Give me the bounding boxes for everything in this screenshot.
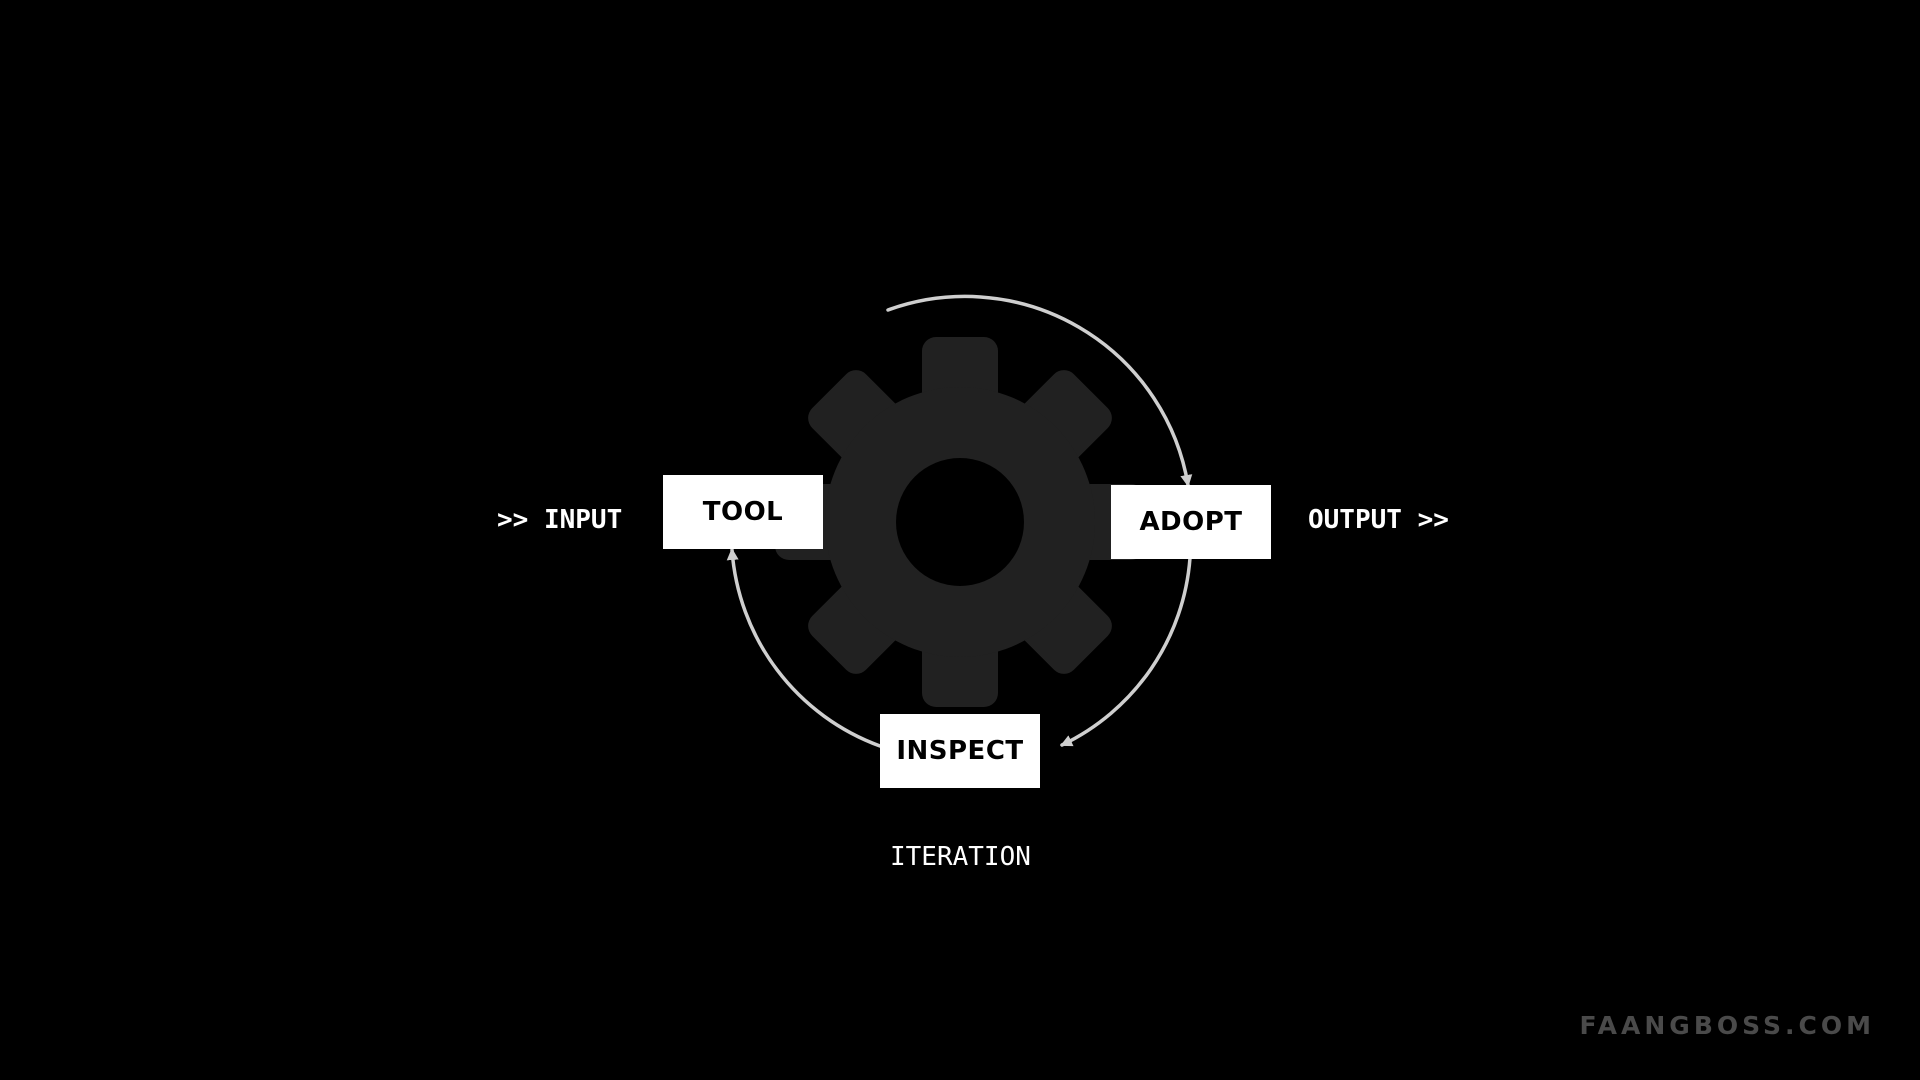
iteration-caption: ITERATION (890, 842, 1031, 872)
input-label: >> INPUT (497, 505, 623, 535)
watermark-text: FAANGBOSS.COM (1579, 1011, 1875, 1040)
arrow-top-to-adopt (886, 294, 1193, 487)
adopt-node: ADOPT (1111, 485, 1271, 559)
inspect-node: INSPECT (880, 714, 1040, 788)
arrow-inspect-to-tool (726, 548, 882, 748)
output-label: OUTPUT >> (1308, 505, 1449, 535)
gear-icon (775, 337, 1145, 707)
tool-node: TOOL (663, 475, 823, 549)
arrow-adopt-to-inspect (1060, 556, 1192, 747)
gear-hole (896, 458, 1024, 586)
